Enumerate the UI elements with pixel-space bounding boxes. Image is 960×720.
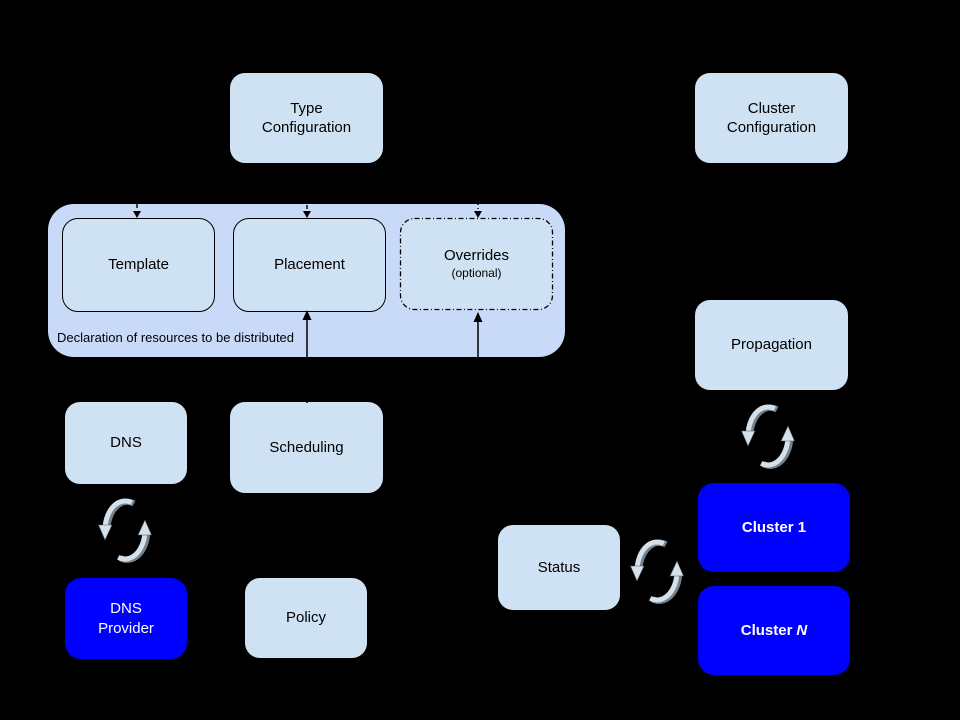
sync-icon [629, 535, 685, 607]
sync-icon [740, 400, 796, 472]
node-type-configuration: Type Configuration [230, 73, 383, 163]
node-policy: Policy [245, 578, 367, 658]
node-dns: DNS [65, 402, 187, 484]
arrow-typeconfig-to-overrides [305, 163, 479, 209]
cluster-n-label: Cluster [740, 621, 793, 639]
node-placement: Placement [233, 218, 386, 312]
node-cluster-1: Cluster 1 [698, 483, 850, 572]
overrides-label: Overrides [443, 247, 510, 265]
node-scheduling: Scheduling [230, 402, 383, 493]
node-cluster-configuration: Cluster Configuration [695, 73, 848, 163]
declaration-group-caption: Declaration of resources to be distribut… [57, 330, 295, 345]
node-dns-provider: DNS Provider [65, 578, 187, 659]
cluster-n-suffix: N [796, 621, 808, 639]
node-template: Template [62, 218, 215, 312]
node-status: Status [498, 525, 620, 610]
node-overrides: Overrides (optional) [400, 218, 553, 310]
sync-icon [97, 494, 153, 566]
arrow-typeconfig-to-template [136, 163, 307, 210]
overrides-sublabel: (optional) [451, 265, 502, 280]
node-propagation: Propagation [695, 300, 848, 390]
